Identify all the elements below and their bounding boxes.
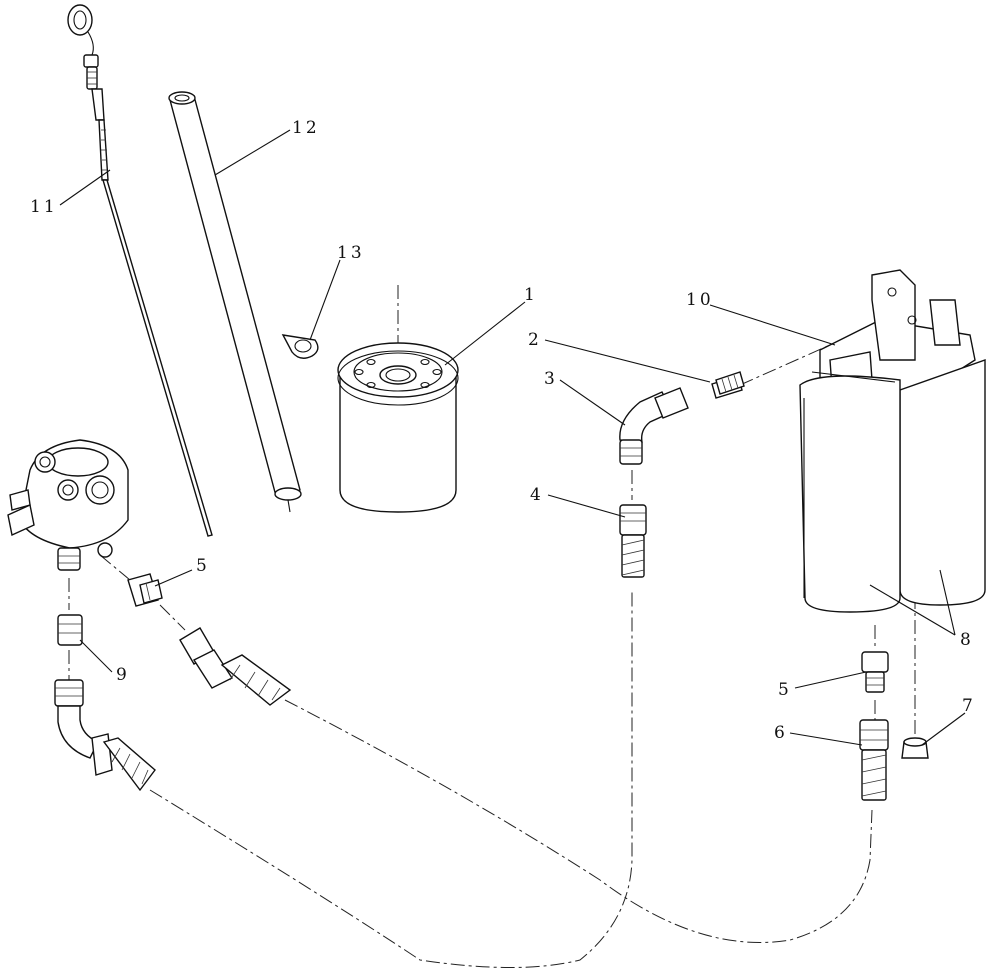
- fitting-part-2: [711, 371, 745, 399]
- callout-5-right: 5: [778, 680, 792, 700]
- callout-12: 12: [292, 118, 320, 138]
- elbow-fitting-part-3: [619, 387, 689, 465]
- filter-head-assembly: [7, 439, 129, 571]
- callout-1: 1: [524, 285, 538, 305]
- filter-cartridge-part-1: [337, 342, 459, 513]
- callout-11: 11: [30, 197, 58, 217]
- leader-lines: [59, 129, 966, 746]
- callout-13: 13: [337, 243, 365, 263]
- callout-2: 2: [528, 330, 542, 350]
- clip-part-13: [281, 334, 319, 359]
- hose-end-part-4: [619, 504, 647, 578]
- filter-canisters-part-8: [799, 359, 986, 613]
- hose-left-upper: [179, 627, 292, 706]
- callout-8: 8: [960, 630, 974, 650]
- dipstick-part-11: [67, 4, 213, 537]
- hose-routing-lines: [68, 285, 916, 968]
- callout-5-left: 5: [196, 556, 210, 576]
- callout-9: 9: [116, 665, 130, 685]
- callout-7: 7: [962, 696, 976, 716]
- hose-left-lower: [54, 679, 156, 792]
- callout-3: 3: [544, 369, 558, 389]
- nut-part-9: [57, 614, 83, 646]
- callout-4: 4: [530, 485, 544, 505]
- hose-end-part-6: [859, 719, 889, 801]
- plug-part-7: [901, 737, 929, 759]
- callout-labels: 1 2 3 4 5 5 6 7 8 9 10 11 12 13: [30, 118, 976, 743]
- callout-6: 6: [774, 723, 788, 743]
- tube-part-12: [168, 91, 302, 513]
- adapter-part-5-left: [127, 573, 163, 607]
- callout-10: 10: [686, 290, 714, 310]
- adapter-part-5-right: [861, 651, 889, 693]
